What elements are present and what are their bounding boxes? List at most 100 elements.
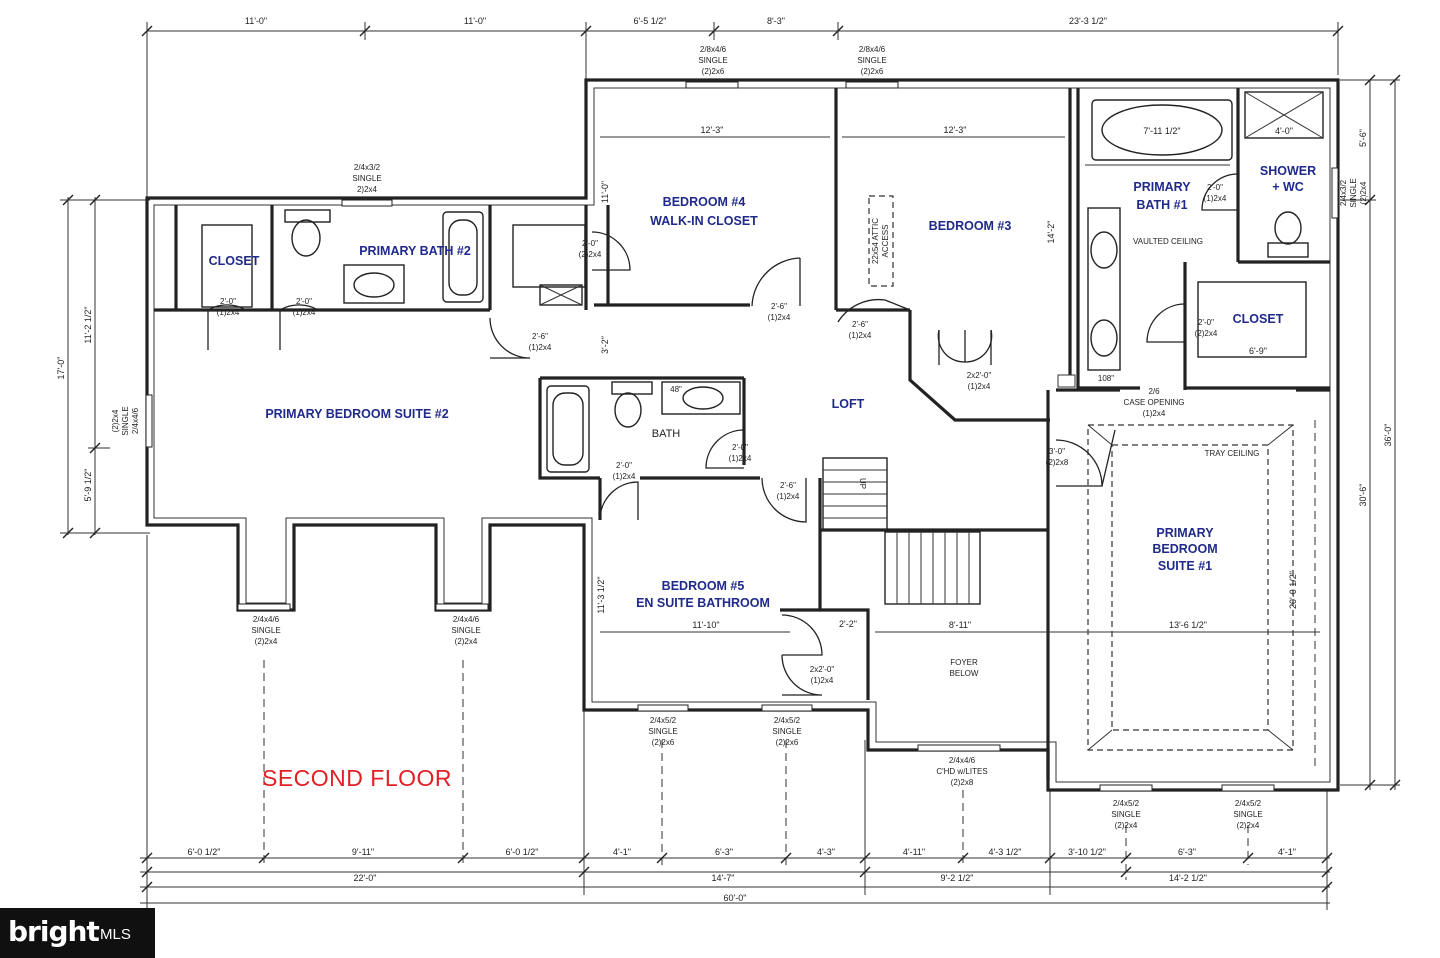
svg-text:(2)2x4: (2)2x4: [1237, 821, 1260, 830]
svg-text:108": 108": [1098, 374, 1114, 383]
svg-text:11'-10": 11'-10": [692, 620, 719, 630]
svg-text:4'-11": 4'-11": [903, 847, 925, 857]
svg-text:(1)2x4: (1)2x4: [613, 472, 636, 481]
svg-text:13'-6 1/2": 13'-6 1/2": [1169, 620, 1207, 630]
top-dimensions: 11'-0" 11'-0" 6'-5 1/2" 8'-3" 23'-3 1/2": [245, 16, 1107, 26]
room-shower-sub: + WC: [1272, 180, 1304, 194]
svg-text:(2)2x4: (2)2x4: [579, 250, 602, 259]
svg-text:20'-0 1/2": 20'-0 1/2": [1288, 571, 1298, 609]
windows: [145, 81, 1339, 792]
room-bedroom-5: BEDROOM #5: [662, 579, 745, 593]
window-labels: 2/8x4/6 SINGLE (2)2x6 2/8x4/6 SINGLE (2)…: [111, 45, 1368, 830]
svg-text:7'-11 1/2": 7'-11 1/2": [1143, 126, 1180, 136]
svg-text:(2)2x6: (2)2x6: [702, 67, 725, 76]
logo-brand: bright: [8, 915, 100, 948]
room-shower: SHOWER: [1260, 164, 1316, 178]
svg-text:2/8x4/6: 2/8x4/6: [859, 45, 886, 54]
svg-text:2/4x3/2: 2/4x3/2: [354, 163, 381, 172]
stair-treads: [823, 469, 970, 604]
svg-text:2/8x4/6: 2/8x4/6: [700, 45, 727, 54]
svg-text:SINGLE: SINGLE: [1233, 810, 1262, 819]
logo-suffix: MLS: [100, 926, 131, 943]
svg-text:(1)2x4: (1)2x4: [529, 343, 552, 352]
svg-text:36'-0": 36'-0": [1383, 424, 1393, 447]
floor-title: SECOND FLOOR: [262, 765, 452, 791]
svg-text:2/4x5/2: 2/4x5/2: [1235, 799, 1262, 808]
room-primary-bath-1-sub: BATH #1: [1136, 198, 1187, 212]
svg-text:14'-7": 14'-7": [712, 873, 735, 883]
room-primary-suite-1-b: BEDROOM: [1152, 542, 1217, 556]
fixtures: [201, 91, 1324, 770]
right-dimensions: 5'-6" 30'-6" 36'-0": [1358, 129, 1393, 506]
svg-text:14'-2": 14'-2": [1046, 221, 1056, 244]
svg-text:5'-6": 5'-6": [1358, 129, 1368, 147]
svg-text:2/4x4/6: 2/4x4/6: [453, 615, 480, 624]
svg-text:11'-3 1/2": 11'-3 1/2": [596, 576, 606, 613]
room-loft: LOFT: [832, 397, 865, 411]
svg-text:BELOW: BELOW: [950, 669, 979, 678]
svg-text:6'-3": 6'-3": [1178, 847, 1196, 857]
svg-text:2'-2": 2'-2": [839, 619, 857, 629]
svg-text:(1)2x4: (1)2x4: [849, 331, 872, 340]
svg-text:2)2x4: 2)2x4: [357, 185, 378, 194]
svg-text:11'-2 1/2": 11'-2 1/2": [83, 306, 93, 343]
svg-text:2'-0": 2'-0": [616, 461, 632, 470]
svg-text:2/4x4/6: 2/4x4/6: [253, 615, 280, 624]
room-bedroom-4: BEDROOM #4: [663, 195, 746, 209]
svg-text:(1)2x4: (1)2x4: [811, 676, 834, 685]
doors: [207, 173, 1239, 696]
svg-text:11'-0": 11'-0": [464, 16, 486, 26]
svg-text:SINGLE: SINGLE: [251, 626, 280, 635]
case-opening-label: 2/6: [1148, 387, 1160, 396]
svg-text:SINGLE: SINGLE: [857, 56, 886, 65]
vaulted-label: VAULTED CEILING: [1133, 237, 1203, 246]
svg-text:(2)2x6: (2)2x6: [776, 738, 799, 747]
svg-text:48": 48": [670, 385, 682, 394]
svg-text:SINGLE: SINGLE: [121, 406, 130, 435]
bottom-dimensions: 6'-0 1/2" 9'-11" 6'-0 1/2" 4'-1" 6'-3" 4…: [188, 847, 1296, 903]
bath-label: BATH: [652, 428, 681, 440]
svg-text:8'-11": 8'-11": [949, 620, 971, 630]
svg-text:(2)2x4: (2)2x4: [1359, 181, 1368, 204]
svg-text:2'-6": 2'-6": [771, 302, 787, 311]
room-primary-suite-1-c: SUITE #1: [1158, 559, 1212, 573]
svg-text:6'-9": 6'-9": [1249, 346, 1267, 356]
room-bedroom-5-sub: EN SUITE BATHROOM: [636, 596, 770, 610]
svg-text:11'-0": 11'-0": [600, 181, 610, 203]
svg-text:4'-3": 4'-3": [817, 847, 835, 857]
interior-dimensions: 12'-3" 12'-3" 11'-0" 14'-2" 7'-11 1/2" 4…: [596, 125, 1298, 630]
svg-text:6'-5 1/2": 6'-5 1/2": [634, 16, 667, 26]
svg-text:(1)2x4: (1)2x4: [293, 308, 316, 317]
room-closet-1: CLOSET: [1233, 312, 1284, 326]
stair-up-label: UP: [858, 478, 867, 489]
svg-text:9'-11": 9'-11": [352, 847, 374, 857]
svg-text:2/4x5/2: 2/4x5/2: [774, 716, 801, 725]
svg-text:SINGLE: SINGLE: [772, 727, 801, 736]
room-closet-2: CLOSET: [209, 254, 260, 268]
svg-text:2'-0": 2'-0": [220, 297, 236, 306]
svg-text:CASE OPENING: CASE OPENING: [1124, 398, 1185, 407]
svg-text:14'-2 1/2": 14'-2 1/2": [1169, 873, 1207, 883]
room-bedroom-3: BEDROOM #3: [929, 219, 1012, 233]
left-dimensions: 11'-2 1/2" 5'-9 1/2" 17'-0": [56, 306, 93, 501]
svg-text:2'-6": 2'-6": [780, 481, 796, 490]
svg-text:3'-2": 3'-2": [600, 336, 610, 354]
svg-text:2'-0": 2'-0": [582, 239, 598, 248]
svg-text:8'-3": 8'-3": [767, 16, 785, 26]
svg-text:(2)2x4: (2)2x4: [1195, 329, 1218, 338]
svg-text:3'-10 1/2": 3'-10 1/2": [1068, 847, 1106, 857]
svg-text:SINGLE: SINGLE: [352, 174, 381, 183]
svg-text:6'-0 1/2": 6'-0 1/2": [188, 847, 221, 857]
svg-text:2/4x3/2: 2/4x3/2: [1339, 179, 1348, 206]
foyer-label: FOYER: [950, 658, 978, 667]
svg-text:12'-3": 12'-3": [701, 125, 724, 135]
svg-text:2'-0": 2'-0": [1207, 183, 1223, 192]
svg-text:(2)2x6: (2)2x6: [652, 738, 675, 747]
svg-text:4'-3 1/2": 4'-3 1/2": [989, 847, 1022, 857]
svg-text:3'-0": 3'-0": [1049, 447, 1065, 456]
svg-text:SINGLE: SINGLE: [698, 56, 727, 65]
svg-text:12'-3": 12'-3": [944, 125, 967, 135]
svg-text:(2)2x8: (2)2x8: [1046, 458, 1069, 467]
svg-text:ACCESS: ACCESS: [881, 225, 890, 258]
